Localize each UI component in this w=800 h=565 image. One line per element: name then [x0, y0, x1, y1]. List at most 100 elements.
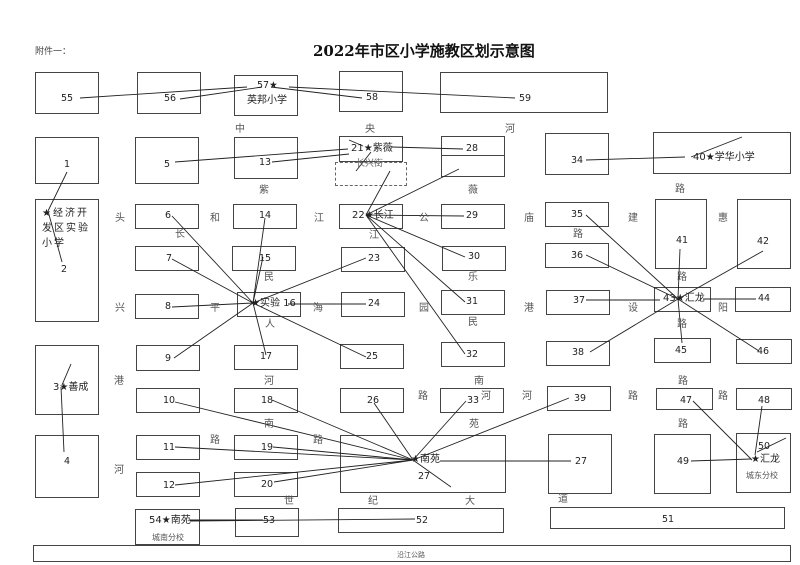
area-37[interactable]	[546, 290, 610, 315]
area-17-label: 17	[260, 351, 273, 362]
school-21-box[interactable]	[339, 136, 403, 162]
link-43-38	[589, 298, 679, 353]
area-19[interactable]	[234, 435, 298, 460]
school-21-label: 21★紫薇	[351, 143, 393, 154]
link-50-48	[754, 405, 763, 456]
area-13[interactable]	[234, 137, 298, 179]
area-47[interactable]	[656, 388, 713, 410]
school-40-label: 40★学华小学	[693, 152, 755, 163]
area-39-label: 39	[574, 393, 587, 404]
school-16-label: ★实验 16	[251, 298, 296, 309]
area-11[interactable]	[136, 435, 200, 460]
road-char-yuan-park: 园	[419, 303, 429, 314]
area-48[interactable]	[736, 388, 792, 410]
area-27-label: 27	[418, 471, 431, 482]
area-30[interactable]	[442, 246, 506, 271]
area-20-label: 20	[261, 479, 274, 490]
school-40-box[interactable]	[653, 132, 791, 174]
school-3-box[interactable]	[35, 345, 99, 415]
area-39[interactable]	[547, 386, 611, 411]
area-53[interactable]	[235, 508, 299, 537]
area-4[interactable]	[35, 435, 99, 498]
area-25[interactable]	[340, 344, 404, 369]
road-char-she: 设	[628, 303, 638, 314]
area-17[interactable]	[234, 345, 298, 370]
area-35[interactable]	[545, 202, 609, 227]
school-kaifa-box[interactable]	[35, 199, 99, 322]
area-29[interactable]	[441, 204, 505, 229]
road-char-yang2: 阳	[718, 303, 728, 314]
area-7[interactable]	[135, 246, 199, 271]
area-1-label: 1	[64, 159, 71, 170]
road-char-lu-26: 路	[418, 391, 428, 402]
area-1[interactable]	[35, 137, 99, 184]
area-58[interactable]	[339, 71, 403, 112]
link-27-39	[412, 397, 570, 461]
changxing-street-box[interactable]	[335, 162, 407, 186]
area-14[interactable]	[233, 204, 297, 229]
area-32[interactable]	[441, 342, 505, 367]
road-char-zhong: 中	[235, 124, 245, 135]
area-34-label: 34	[571, 155, 584, 166]
school-kaifa-label: ★经济开发区实验小学	[42, 208, 90, 249]
area-31[interactable]	[441, 290, 505, 315]
area-55-label: 55	[61, 93, 74, 104]
area-36-label: 36	[571, 250, 584, 261]
school-22-box[interactable]	[339, 204, 403, 229]
area-23[interactable]	[341, 247, 405, 272]
road-char-hai: 海	[313, 303, 323, 314]
area-52[interactable]	[338, 508, 504, 533]
area-15[interactable]	[232, 246, 296, 271]
area-59[interactable]	[440, 72, 608, 113]
road-char-lu-40: 路	[675, 184, 685, 195]
area-49[interactable]	[654, 434, 711, 494]
area-24[interactable]	[341, 292, 405, 317]
link-27-11	[174, 446, 414, 461]
area-41[interactable]	[655, 199, 707, 269]
area-45[interactable]	[654, 338, 711, 363]
area-20[interactable]	[234, 472, 298, 497]
road-char-jiang2: 江	[369, 230, 379, 241]
school-57-box[interactable]	[234, 75, 298, 116]
area-9[interactable]	[136, 345, 200, 371]
area-28-lower[interactable]	[441, 155, 505, 177]
road-char-hui: 惠	[718, 213, 728, 224]
school-43-box[interactable]	[654, 287, 711, 312]
area-8[interactable]	[135, 294, 199, 319]
area-27-east[interactable]	[548, 434, 612, 494]
area-56[interactable]	[137, 72, 201, 114]
area-7-label: 7	[166, 253, 173, 264]
area-26[interactable]	[340, 388, 404, 413]
area-42[interactable]	[737, 199, 791, 269]
area-46[interactable]	[736, 339, 792, 364]
area-33[interactable]	[440, 388, 504, 413]
area-36[interactable]	[545, 243, 609, 268]
area-59-label: 59	[519, 93, 532, 104]
area-12[interactable]	[136, 472, 200, 497]
road-char-zi: 紫	[259, 185, 269, 196]
area-51[interactable]	[550, 507, 785, 529]
area-18[interactable]	[234, 388, 298, 413]
area-50-label: 50	[758, 441, 771, 452]
school-27-box[interactable]	[340, 435, 506, 493]
road-char-lu-47top: 路	[678, 376, 688, 387]
school-16-box[interactable]	[237, 292, 301, 317]
area-44[interactable]	[735, 287, 791, 312]
area-4-label: 4	[64, 456, 71, 467]
road-char-nan: 南	[474, 376, 484, 387]
road-char-ren: 人	[265, 319, 275, 330]
link-27-26	[373, 402, 414, 461]
area-34[interactable]	[545, 133, 609, 175]
school-54-box[interactable]	[135, 509, 200, 545]
area-10[interactable]	[136, 388, 200, 413]
link-21-28	[391, 146, 464, 150]
area-47-label: 47	[680, 395, 693, 406]
area-38[interactable]	[546, 341, 610, 366]
area-6[interactable]	[135, 204, 199, 229]
area-24-label: 24	[368, 298, 381, 309]
area-55[interactable]	[35, 72, 99, 114]
area-37-label: 37	[573, 295, 586, 306]
link-16-17	[252, 302, 267, 356]
link-40-34	[585, 156, 686, 161]
school-50-box[interactable]	[736, 433, 791, 493]
